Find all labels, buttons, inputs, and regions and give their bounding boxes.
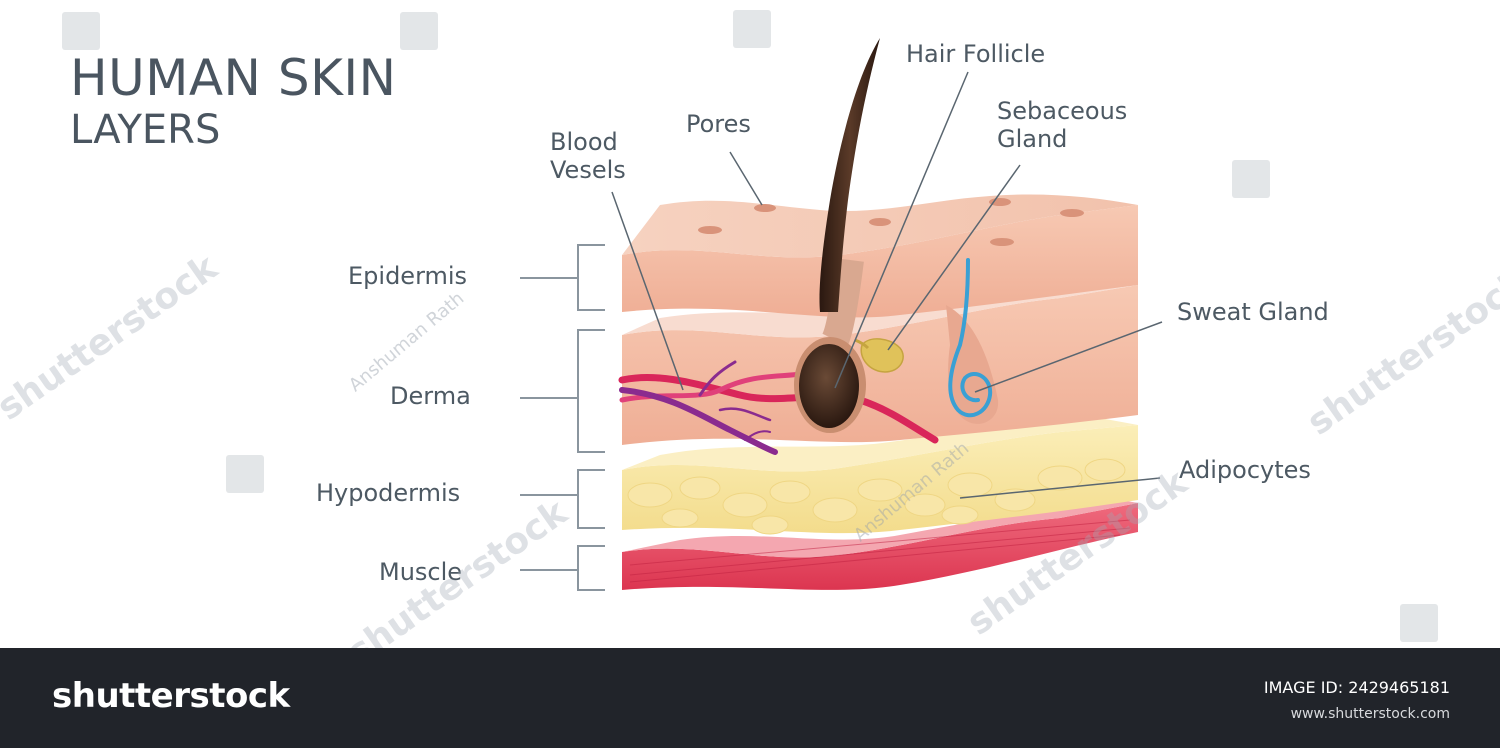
footer-bar: shutterstock IMAGE ID: 2429465181 www.sh… bbox=[0, 648, 1500, 748]
sebaceous-gland bbox=[854, 338, 904, 373]
footer-site-url: www.shutterstock.com bbox=[1290, 706, 1450, 722]
diagram-title: HUMAN SKIN LAYERS bbox=[70, 52, 397, 151]
blood-vessels bbox=[618, 360, 939, 455]
diagram-canvas: HUMAN SKIN LAYERS Epidermis Derma Hypode… bbox=[0, 10, 1500, 648]
hypodermis-layer bbox=[622, 418, 1138, 535]
label-hair-follicle: Hair Follicle bbox=[906, 40, 1046, 68]
label-epidermis: Epidermis bbox=[348, 262, 468, 290]
layer-brackets bbox=[520, 244, 605, 591]
watermark-icon bbox=[226, 455, 264, 493]
title-line-2: LAYERS bbox=[70, 106, 221, 153]
label-sweat-gland: Sweat Gland bbox=[1177, 298, 1329, 326]
epidermis-layer bbox=[622, 194, 1138, 318]
label-derma: Derma bbox=[390, 382, 471, 410]
watermark-icon bbox=[733, 10, 771, 48]
label-sebaceous-line-1: Sebaceous bbox=[997, 97, 1128, 125]
label-pores: Pores bbox=[686, 110, 751, 138]
watermark-icon bbox=[62, 12, 100, 50]
label-muscle: Muscle bbox=[379, 558, 463, 586]
leader-lines bbox=[611, 71, 1163, 499]
label-sebaceous-line-2: Gland bbox=[997, 125, 1068, 153]
label-adipocytes: Adipocytes bbox=[1179, 456, 1311, 484]
footer-brand-logo: shutterstock bbox=[52, 676, 290, 716]
label-blood-vessels: Blood Vesels bbox=[550, 128, 626, 184]
label-blood-vessels-line-1: Blood bbox=[550, 128, 618, 156]
footer-image-id: IMAGE ID: 2429465181 bbox=[1263, 678, 1450, 697]
muscle-layer bbox=[622, 498, 1138, 590]
label-hypodermis: Hypodermis bbox=[316, 479, 461, 507]
label-blood-vessels-line-2: Vesels bbox=[550, 156, 626, 184]
watermark-icon bbox=[400, 12, 438, 50]
watermark-icon bbox=[1232, 160, 1270, 198]
skin-layers-illustration bbox=[520, 38, 1163, 591]
sweat-gland bbox=[946, 258, 999, 424]
label-sebaceous-gland: Sebaceous Gland bbox=[997, 97, 1127, 153]
watermark-icon bbox=[1400, 604, 1438, 642]
title-line-1: HUMAN SKIN bbox=[70, 49, 397, 107]
